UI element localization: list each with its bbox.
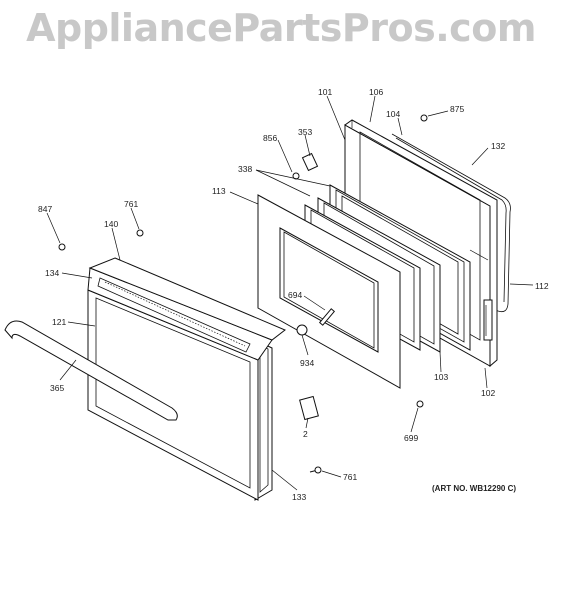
art-number: (ART NO. WB12290 C) (432, 484, 517, 493)
watermark: AppliancePartsPros.com (26, 6, 536, 50)
callout-101: 101 (318, 87, 332, 97)
callout-2: 2 (303, 429, 308, 439)
callout-140: 140 (104, 219, 118, 229)
callout-112: 112 (535, 281, 549, 291)
leader-lines (46, 95, 534, 491)
callout-133: 133 (292, 492, 306, 502)
callout-875: 875 (450, 104, 464, 114)
callout-104: 104 (386, 109, 400, 119)
callout-103: 103 (434, 372, 448, 382)
callout-132: 132 (491, 141, 505, 151)
callout-934: 934 (300, 358, 314, 368)
callout-121: 121 (52, 317, 66, 327)
door-gasket-132 (391, 133, 511, 313)
callout-699: 699 (404, 433, 418, 443)
callout-113: 113 (212, 186, 226, 196)
callout-365: 365 (50, 383, 64, 393)
callout-847: 847 (38, 204, 52, 214)
callout-856: 856 (263, 133, 277, 143)
callout-761-bottom: 761 (343, 472, 357, 482)
callout-134: 134 (45, 268, 59, 278)
inner-door-panel-113 (257, 194, 401, 389)
top-vent-trim-134 (87, 257, 286, 361)
callout-106: 106 (369, 87, 383, 97)
callout-761-top: 761 (124, 199, 138, 209)
callout-labels: 101 106 104 875 856 353 132 338 113 847 … (38, 87, 549, 502)
door-handle-365 (4, 320, 178, 421)
callout-694: 694 (288, 290, 302, 300)
callout-353: 353 (298, 127, 312, 137)
callout-338: 338 (238, 164, 252, 174)
callout-102: 102 (481, 388, 495, 398)
